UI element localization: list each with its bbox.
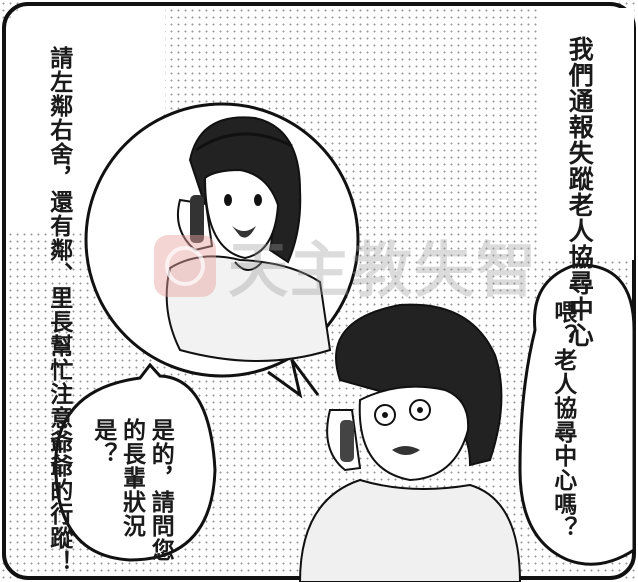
watermark-text: 天主教失智 [228,236,538,306]
woman-on-phone [165,116,332,362]
lady-speech-text: 喂？老人協尋中心嗎？ [549,300,576,540]
lady-speech-bubble [518,263,636,566]
phone-speech-text: 是的，請問您的長輩狀況是？ [89,418,174,562]
narration-caption: 我們通報失蹤老人協尋中心 [565,36,595,348]
phone-speech-bubble [54,362,217,562]
watermark-logo-icon [154,234,216,297]
call-connector [267,359,320,399]
watermark: 天主教失智 [150,222,538,309]
caption-box [540,8,634,260]
woman-speech-text: 請左鄰右舍，還有鄰、里長幫忙注意爺爺的行蹤！ [45,46,72,574]
older-lady-on-phone [298,303,522,582]
